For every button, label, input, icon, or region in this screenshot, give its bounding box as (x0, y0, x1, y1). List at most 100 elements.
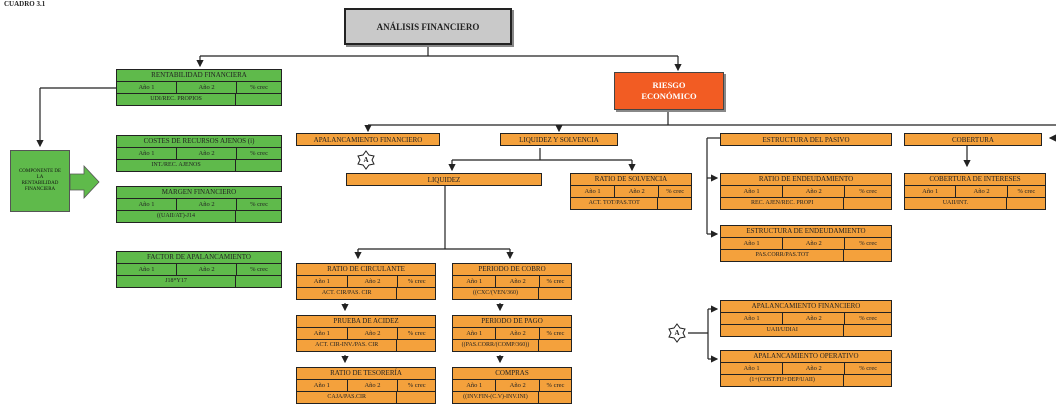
table-title: APALANCAMIENTO FINANCIERO (721, 301, 891, 313)
table-title: COMPRAS (453, 368, 571, 380)
table-title: MARGEN FINANCIERO (117, 187, 281, 199)
year1-label: Año 1 (453, 328, 497, 339)
year2-label: Año 2 (496, 380, 540, 391)
formula: (1+(COST.FIJ+DEP/UAII) (721, 375, 845, 386)
table-title: COBERTURA DE INTERESES (905, 174, 1045, 186)
pct-label: % crec (546, 382, 565, 389)
formula: ACT. CIR/PAS. CIR (297, 288, 398, 299)
year2-label: Año 2 (496, 328, 540, 339)
pct-label: % crec (407, 382, 426, 389)
header-liquidez-solvencia: LIQUIDEZ Y SOLVENCIA (500, 133, 618, 146)
pct-label: % crec (407, 278, 426, 285)
header-estructura-pasivo: ESTRUCTURA DEL PASIVO (720, 133, 892, 146)
pct-label: % crec (546, 278, 565, 285)
table-title: PERIODO DE COBRO (453, 264, 571, 276)
table-title: ESTRUCTURA DE ENDEUDAMIENTO (721, 226, 891, 238)
pct-label: % crec (859, 315, 878, 322)
figure-caption: CUADRO 3.1 (4, 0, 46, 8)
formula: UDI/REC. PROPIOS (117, 94, 237, 105)
right-arrow-icon (70, 165, 100, 199)
year2-label: Año 2 (177, 264, 238, 275)
table-title: RATIO DE CIRCULANTE (297, 264, 435, 276)
formula: REC. AJEN/REC. PROPI (721, 198, 845, 209)
formula: CAJA/PAS.CIR (297, 392, 398, 403)
pct-label: % crec (250, 150, 268, 157)
formula: ((CXC/(VEN/360) (453, 288, 539, 299)
formula: UAII/UDIAI (721, 325, 845, 336)
formula: ((UAII/AT)-J14 (117, 211, 237, 222)
formula: UAII/INT. (905, 198, 1007, 209)
formula: ACT. TOT/PAS.TOT (571, 198, 659, 209)
table-title: PRUEBA DE ACIDEZ (297, 316, 435, 328)
table-title: RATIO DE SOLVENCIA (571, 174, 691, 186)
year2-label: Año 2 (177, 148, 238, 159)
pct-label: % crec (859, 188, 878, 195)
pct-label: % crec (250, 84, 268, 91)
year1-label: Año 1 (297, 276, 348, 287)
year1-label: Año 1 (721, 186, 784, 197)
marker-label: A (674, 329, 680, 337)
year2-label: Año 2 (348, 328, 399, 339)
year2-label: Año 2 (177, 82, 238, 93)
year2-label: Año 2 (783, 313, 846, 324)
pct-label: % crec (859, 365, 878, 372)
table-title: RATIO DE TESORERÍA (297, 368, 435, 380)
year2-label: Año 2 (783, 238, 846, 249)
table-title: FACTOR DE APALANCAMIENTO (117, 252, 281, 264)
formula: ((PAS.CORR/(COMP/360)) (453, 340, 539, 351)
component-label: COMPONENTE DE LA RENTABILIDAD FINANCIERA (18, 168, 62, 193)
year1-label: Año 1 (905, 186, 957, 197)
year1-label: Año 1 (721, 313, 784, 324)
year2-label: Año 2 (496, 276, 540, 287)
formula: INT./REC. AJENOS (117, 160, 237, 171)
year2-label: Año 2 (956, 186, 1008, 197)
marker-a-icon: A (356, 150, 376, 170)
marker-label: A (363, 156, 369, 164)
pct-label: % crec (859, 240, 878, 247)
year2-label: Año 2 (177, 199, 238, 210)
formula: PAS.CORR/PAS.TOT (721, 250, 845, 261)
pct-label: % crec (250, 266, 268, 273)
marker-a-icon: A (667, 323, 687, 343)
risk-label: RIESGO ECONÓMICO (641, 80, 697, 101)
year2-label: Año 2 (783, 186, 846, 197)
year1-label: Año 1 (297, 328, 348, 339)
year1-label: Año 1 (721, 238, 784, 249)
table-title: COSTES DE RECURSOS AJENOS (i) (117, 136, 281, 148)
formula: ACT. CIR-INV./PAS. CIR (297, 340, 398, 351)
root-node: ANÁLISIS FINANCIERO (344, 8, 512, 45)
year2-label: Año 2 (348, 380, 399, 391)
year1-label: Año 1 (117, 264, 178, 275)
year1-label: Año 1 (117, 148, 178, 159)
year1-label: Año 1 (453, 380, 497, 391)
formula: ((INV.FIN-(C.V)-INV.INI) (453, 392, 539, 403)
component-box: COMPONENTE DE LA RENTABILIDAD FINANCIERA (10, 150, 70, 212)
year2-label: Año 2 (615, 186, 660, 197)
header-liquidez: LIQUIDEZ (346, 173, 542, 186)
pct-label: % crec (250, 201, 268, 208)
risk-node: RIESGO ECONÓMICO (614, 72, 724, 110)
year1-label: Año 1 (297, 380, 348, 391)
pct-label: % crec (546, 330, 565, 337)
pct-label: % crec (1017, 188, 1036, 195)
year1-label: Año 1 (453, 276, 497, 287)
table-title: RATIO DE ENDEUDAMIENTO (721, 174, 891, 186)
year1-label: Año 1 (571, 186, 616, 197)
header-apalancamiento: APALANCAMIENTO FINANCIERO (296, 133, 440, 146)
pct-label: % crec (666, 188, 685, 195)
year1-label: Año 1 (117, 82, 178, 93)
